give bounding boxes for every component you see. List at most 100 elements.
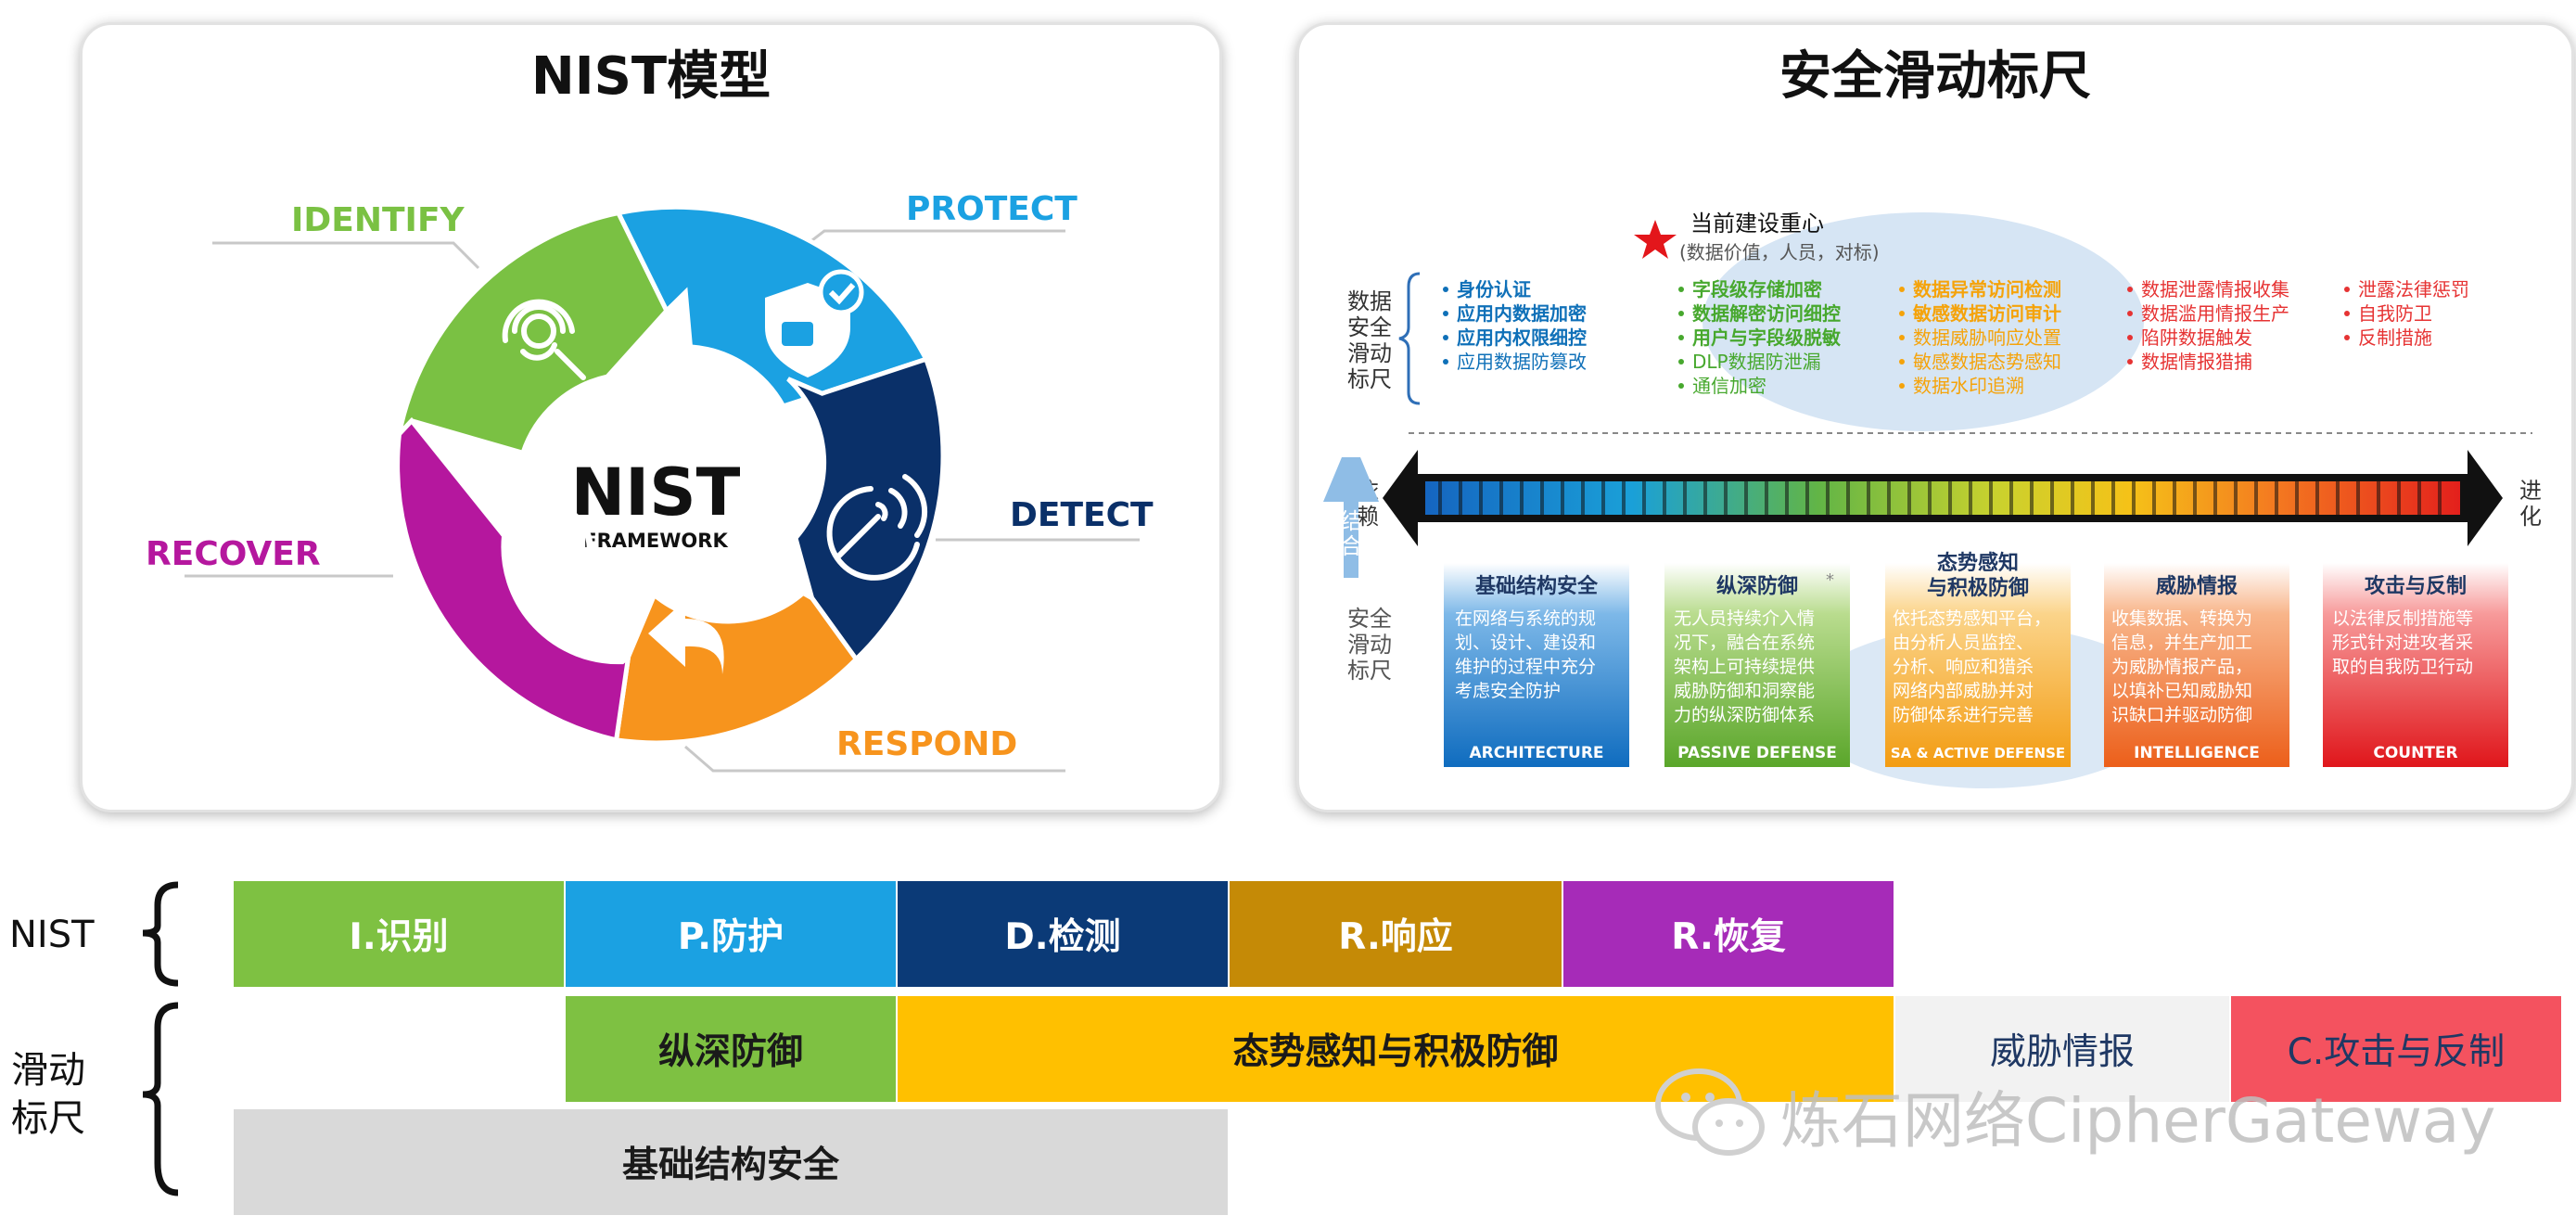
bar-intelligence: 威胁情报 xyxy=(1895,996,2229,1102)
svg-text:陷阱数据触发: 陷阱数据触发 xyxy=(2141,326,2252,349)
column-4: 泄露法律惩罚 自我防卫 反制措施 xyxy=(2344,278,2469,349)
scale-tick xyxy=(1744,481,1748,515)
scale-tick xyxy=(1438,481,1442,515)
detect-label: DETECT xyxy=(1010,496,1154,534)
identify-segment[interactable] xyxy=(395,210,670,456)
recover-segment[interactable] xyxy=(395,416,632,743)
svg-text:敏感数据访问审计: 敏感数据访问审计 xyxy=(1912,302,2061,325)
nist-model-panel: NIST模型 NIST FRAMEWORK xyxy=(80,22,1222,812)
svg-text:取的自我防卫行动: 取的自我防卫行动 xyxy=(2332,657,2473,677)
nist-brace xyxy=(142,881,179,987)
scale-tick xyxy=(1663,481,1666,515)
scale-tick xyxy=(1540,481,1544,515)
scale-tick xyxy=(2193,481,2197,515)
scale-tick xyxy=(2071,481,2074,515)
svg-text:标尺: 标尺 xyxy=(1347,658,1392,684)
scale-tick xyxy=(2336,481,2340,515)
fingerprint-search-icon xyxy=(502,299,586,380)
svg-text:形式针对进攻者采: 形式针对进攻者采 xyxy=(2332,633,2473,653)
watermark: 炼石网络CipherGateway xyxy=(1651,1062,2569,1164)
scale-tick xyxy=(1948,481,1952,515)
column-1: 字段级存储加密 数据解密访问细控 用户与字段级脱敏 DLP数据防泄漏 通信加密 xyxy=(1678,278,1842,397)
scale-tick xyxy=(2132,481,2136,515)
scale-row-label-1: 滑动 xyxy=(11,1049,85,1092)
shield-check-icon xyxy=(765,269,864,377)
scale-tick xyxy=(2254,481,2258,515)
svg-text:纵深防御: 纵深防御 xyxy=(1716,574,1798,598)
svg-text:网络内部威胁并对: 网络内部威胁并对 xyxy=(1893,681,2034,701)
scale-tick xyxy=(2438,481,2442,515)
row-braces xyxy=(142,881,179,1196)
svg-text:字段级存储加密: 字段级存储加密 xyxy=(1692,278,1822,301)
scale-tick xyxy=(2356,481,2360,515)
scale-tick xyxy=(2152,481,2156,515)
nist-framework-wheel: NIST FRAMEWORK xyxy=(146,190,1154,773)
scale-tick xyxy=(2030,481,2034,515)
evolution-label-2: 化 xyxy=(2519,504,2542,530)
svg-text:识缺口并驱动防御: 识缺口并驱动防御 xyxy=(2111,705,2252,725)
bar-recover: R.恢复 xyxy=(1563,881,1894,987)
svg-text:反制措施: 反制措施 xyxy=(2358,326,2432,349)
wechat-icon xyxy=(1655,1068,1765,1156)
focus-title: 当前建设重心 xyxy=(1690,211,1824,237)
svg-text:维护的过程中充分: 维护的过程中充分 xyxy=(1455,657,1596,677)
svg-text:攻击与反制: 攻击与反制 xyxy=(2365,574,2467,598)
svg-text:基础结构安全: 基础结构安全 xyxy=(1475,574,1599,598)
watermark-text: 炼石网络CipherGateway xyxy=(1780,1085,2496,1157)
rainbow-scale xyxy=(1425,481,2460,515)
scale-tick xyxy=(2050,481,2054,515)
scale-tick xyxy=(2091,481,2095,515)
svg-text:数据泄露情报收集: 数据泄露情报收集 xyxy=(2141,278,2289,301)
nist-center-title: NIST xyxy=(571,454,741,531)
svg-text:力的纵深防御体系: 力的纵深防御体系 xyxy=(1674,705,1815,725)
combine-label-2: 合 xyxy=(1340,533,1362,559)
scale-row-label-2: 标尺 xyxy=(11,1097,85,1140)
scale-tick-marks xyxy=(1438,481,2442,515)
detect-segment[interactable] xyxy=(786,356,946,663)
scale-tick xyxy=(1887,481,1891,515)
svg-text:数据情报猎捕: 数据情报猎捕 xyxy=(2141,351,2252,373)
scale-brace xyxy=(142,1002,179,1196)
bar-architecture: 基础结构安全 xyxy=(234,1109,1228,1215)
scale-tick xyxy=(1601,481,1605,515)
svg-text:应用内权限细控: 应用内权限细控 xyxy=(1457,326,1587,349)
svg-text:用户与字段级脱敏: 用户与字段级脱敏 xyxy=(1692,326,1842,349)
svg-text:威胁防御和洞察能: 威胁防御和洞察能 xyxy=(1674,681,1815,701)
bar-identify: I.识别 xyxy=(234,881,564,987)
svg-text:DLP数据防泄漏: DLP数据防泄漏 xyxy=(1692,351,1821,373)
identify-label: IDENTIFY xyxy=(291,201,465,239)
scale-tick xyxy=(1805,481,1809,515)
column-2: 数据异常访问检测 敏感数据访问审计 数据威胁响应处置 敏感数据态势感知 数据水印… xyxy=(1899,278,2061,397)
bar-detect: D.检测 xyxy=(898,881,1228,987)
respond-segment[interactable] xyxy=(613,590,860,746)
svg-text:INTELLIGENCE: INTELLIGENCE xyxy=(2134,744,2260,762)
svg-text:通信加密: 通信加密 xyxy=(1692,375,1766,397)
card-sa-active-defense: 态势感知 与积极防御 依托态势感知平台， 由分析人员监控、 分析、响应和猎杀 网… xyxy=(1885,551,2071,767)
svg-text:ARCHITECTURE: ARCHITECTURE xyxy=(1469,744,1603,762)
scale-tick xyxy=(1581,481,1585,515)
svg-text:滑动: 滑动 xyxy=(1347,632,1392,658)
data-scale-label: 数据 安全 滑动 标尺 xyxy=(1347,288,1392,392)
svg-text:数据威胁响应处置: 数据威胁响应处置 xyxy=(1913,326,2061,349)
scale-tick xyxy=(1989,481,1993,515)
wheel-center xyxy=(541,365,771,595)
svg-text:考虑安全防护: 考虑安全防护 xyxy=(1455,681,1561,701)
svg-text:依托态势感知平台，: 依托态势感知平台， xyxy=(1893,608,2051,629)
respond-leader xyxy=(684,745,1065,773)
svg-text:收集数据、转换为: 收集数据、转换为 xyxy=(2111,608,2252,629)
svg-text:以法律反制措施等: 以法律反制措施等 xyxy=(2332,608,2473,629)
svg-text:数据解密访问细控: 数据解密访问细控 xyxy=(1692,302,1841,325)
scale-tick xyxy=(2173,481,2176,515)
scale-tick xyxy=(1520,481,1524,515)
svg-text:滑动: 滑动 xyxy=(1347,340,1392,366)
scale-tick xyxy=(2397,481,2401,515)
scale-tick xyxy=(1928,481,1932,515)
svg-text:标尺: 标尺 xyxy=(1347,366,1392,392)
svg-text:*: * xyxy=(1826,570,1834,590)
security-sliding-scale-panel: 安全滑动标尺 当前建设重心 (数据价值，人员，对标) 数据 xyxy=(1296,22,2574,812)
scale-tick xyxy=(2111,481,2115,515)
svg-text:与积极防御: 与积极防御 xyxy=(1927,576,2029,600)
svg-text:PASSIVE DEFENSE: PASSIVE DEFENSE xyxy=(1677,744,1837,762)
scale-tick xyxy=(2275,481,2278,515)
svg-text:应用内数据加密: 应用内数据加密 xyxy=(1457,302,1587,325)
